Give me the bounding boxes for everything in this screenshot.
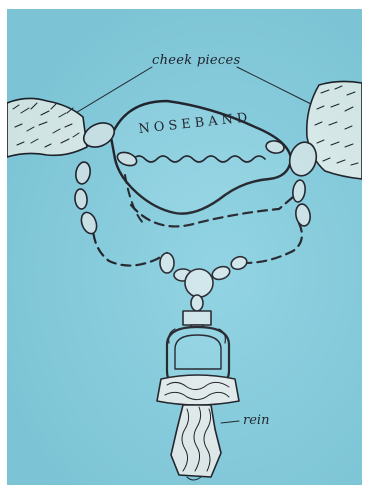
chain-right-icon [265, 139, 320, 227]
leader-line-rein [221, 421, 239, 423]
leader-line-right [237, 67, 313, 105]
dashed-lower-loop-left [93, 219, 167, 266]
illustration-sheet: NOSEBAND cheek pieces rein [7, 9, 362, 485]
fleece-cheek-piece-left-icon [7, 98, 87, 157]
rein-label: rein [243, 413, 269, 428]
chain-center-icon [160, 253, 249, 311]
rope-rein-icon [157, 375, 239, 480]
swivel-ring-icon [167, 311, 229, 385]
halter-drawing: NOSEBAND [7, 9, 362, 485]
cheek-pieces-label: cheek pieces [152, 53, 240, 68]
